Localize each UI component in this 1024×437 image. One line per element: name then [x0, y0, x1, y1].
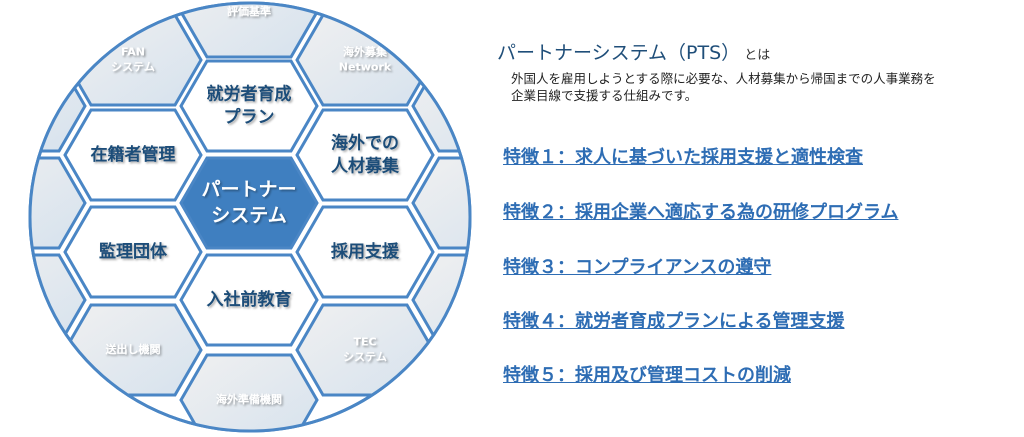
intro-title: パートナーシステム（PTS）とは — [497, 38, 770, 65]
hex-label: TEC — [353, 336, 376, 349]
hex-shape — [295, 108, 435, 202]
hex-shape — [179, 156, 319, 250]
hex-label: 在籍者管理 — [91, 144, 176, 165]
hex-label: 人材募集 — [331, 155, 400, 176]
hex-label: システム — [211, 204, 286, 226]
hex-label: 送出し機関 — [105, 342, 161, 356]
hex-label: プラン — [224, 106, 275, 127]
hex-outer: 機構 — [6, 156, 87, 250]
hex-label: 海外募集 — [343, 45, 388, 59]
hex-outer: 海外準備機関 — [179, 353, 319, 431]
hex-label: 機構 — [6, 195, 28, 209]
hex-inner: 監理団体 — [63, 205, 203, 299]
hex-label: 評価基準 — [227, 4, 271, 18]
hex-shape — [295, 205, 435, 299]
hex-shape — [63, 108, 203, 202]
hex-label: 局 — [11, 293, 23, 306]
hex-label: パートナー — [201, 179, 296, 201]
hex-label: FAN — [121, 46, 145, 59]
intro-description: 外国人を雇用しようとする際に必要な、人材募集から帰国までの人事業務を 企業目線で… — [511, 70, 936, 104]
hex-outer: 送出し機関 — [63, 303, 203, 397]
feature-link-3[interactable]: 特徴３：コンプライアンスの遵守 — [503, 257, 772, 278]
hex-center-partner-system: パートナーシステム — [179, 156, 319, 250]
hex-inner: 在籍者管理 — [63, 108, 203, 202]
hex-label: 海外準備機関 — [216, 392, 282, 406]
hex-label: 入社前教育 — [207, 289, 292, 310]
hex-label: 海外での — [331, 133, 399, 154]
description-line: 外国人を雇用しようとする際に必要な、人材募集から帰国までの人事業務を — [511, 71, 936, 86]
feature-link-2[interactable]: 特徴２：採用企業へ適応する為の研修プログラム — [503, 202, 899, 223]
hex-shape — [179, 59, 319, 153]
hex-label: Network — [339, 60, 392, 73]
hex-label: システム — [111, 60, 155, 73]
hex-inner: 入社前教育 — [179, 253, 319, 347]
hex-shape — [30, 156, 87, 250]
hex-inner: 就労者育成プラン — [179, 59, 319, 153]
hex-label: 監理団体 — [99, 241, 168, 262]
hex-label: 就労者育成 — [207, 84, 292, 105]
hex-shape — [179, 253, 319, 347]
hex-label: 採用支援 — [331, 241, 400, 262]
hex-label: T — [477, 189, 480, 202]
feature-link-1[interactable]: 特徴１：求人に基づいた採用支援と適性検査 — [503, 147, 863, 168]
feature-link-4[interactable]: 特徴４：就労者育成プランによる管理支援 — [503, 311, 845, 332]
hex-label: システム — [343, 350, 387, 363]
hex-shape — [179, 353, 319, 431]
title-suffix: とは — [744, 48, 771, 63]
hex-shape — [411, 156, 470, 250]
hex-shape — [63, 205, 203, 299]
feature-link-5[interactable]: 特徴５：採用及び管理コストの削減 — [503, 365, 791, 386]
partner-system-hex-diagram: 評価基準FANシステム海外募集Network機構局送出し機関海外準備機関TECシ… — [6, 1, 480, 433]
description-line: 企業目線で支援する仕組みです。 — [511, 88, 698, 103]
title-text: パートナーシステム（PTS） — [497, 42, 741, 64]
hex-outer: Tシス — [411, 156, 480, 250]
hex-label: シス — [470, 203, 480, 216]
hex-inner: 採用支援 — [295, 205, 435, 299]
